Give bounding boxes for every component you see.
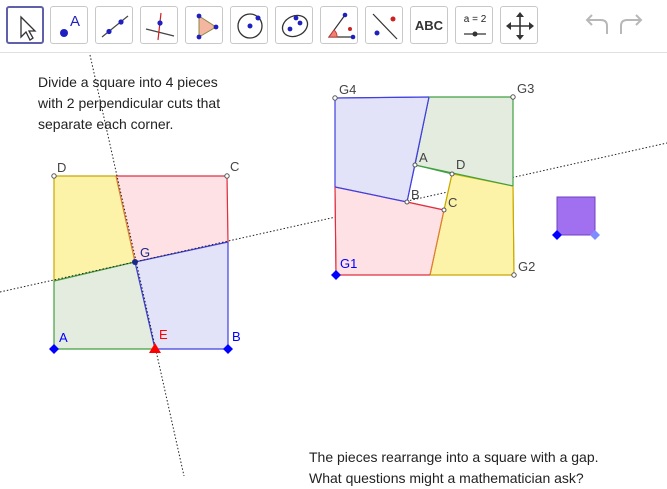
circle-icon (237, 13, 263, 39)
right-piece-yellow[interactable] (429, 173, 515, 276)
angle-icon (327, 12, 356, 40)
question-text: The pieces rearrange into a square with … (309, 447, 599, 489)
slider-icon (464, 31, 486, 37)
gap-square[interactable] (556, 196, 596, 236)
right-point-G2[interactable] (511, 272, 517, 278)
undo-button[interactable] (579, 10, 613, 40)
right-point-G3[interactable] (510, 94, 516, 100)
move-arrows-icon (506, 12, 534, 40)
right-point-D[interactable] (449, 171, 455, 177)
move-tool-button[interactable] (6, 6, 44, 44)
label-right-G4: G4 (339, 82, 356, 97)
line-through-points-icon (101, 15, 129, 38)
label-left-B: B (232, 329, 241, 344)
text-tool-button[interactable]: ABC (410, 6, 448, 44)
reflect-about-line-icon (372, 13, 398, 40)
question-line: The pieces rearrange into a square with … (309, 449, 599, 465)
circle-tool-button[interactable] (230, 6, 268, 44)
instruction-line: with 2 perpendicular cuts that (38, 95, 221, 111)
cursor-arrow-icon (20, 15, 37, 41)
angle-tool-button[interactable] (320, 6, 358, 44)
left-point-G[interactable] (132, 259, 138, 265)
polygon-icon (196, 13, 219, 40)
label-right-G2: G2 (518, 259, 535, 274)
label-left-D: D (57, 160, 66, 175)
line-tool-button[interactable] (95, 6, 133, 44)
left-point-A[interactable] (49, 344, 59, 354)
redo-icon (620, 14, 643, 34)
right-point-C[interactable] (441, 207, 447, 213)
right-point-A[interactable] (412, 162, 418, 168)
label-left-G: G (140, 245, 150, 260)
right-piece-green[interactable] (414, 96, 514, 187)
left-point-E[interactable] (149, 343, 161, 353)
right-point-G1[interactable] (331, 270, 341, 280)
right-square (334, 96, 515, 276)
perpendicular-line-tool-button[interactable] (140, 6, 178, 44)
graphics-view[interactable]: D C G A E B G4 G3 G1 G2 A B C D (0, 53, 667, 480)
gap-square-point-1[interactable] (552, 230, 562, 240)
left-point-D[interactable] (51, 173, 57, 179)
instruction-line: Divide a square into 4 pieces (38, 74, 218, 90)
slider-tool-button[interactable]: a = 2 (455, 6, 493, 44)
ellipse-tool-button[interactable] (275, 6, 313, 44)
label-left-C: C (230, 159, 239, 174)
point-tool-label: A (70, 13, 81, 30)
right-point-G4[interactable] (332, 95, 338, 101)
label-left-A: A (59, 330, 68, 345)
instruction-line: separate each corner. (38, 116, 174, 132)
left-point-B[interactable] (223, 344, 233, 354)
question-line: What questions might a mathematician ask… (309, 470, 584, 486)
redo-button[interactable] (615, 10, 649, 40)
label-right-G3: G3 (517, 81, 534, 96)
move-graphics-view-tool-button[interactable] (500, 6, 538, 44)
toolbar: A (0, 0, 667, 53)
text-tool-label: ABC (414, 17, 444, 33)
point-icon (60, 29, 68, 37)
polygon-tool-button[interactable] (185, 6, 223, 44)
undo-icon (585, 14, 608, 34)
label-right-C: C (448, 195, 457, 210)
label-right-D: D (456, 157, 465, 172)
reflect-tool-button[interactable] (365, 6, 403, 44)
gap-square-point-2[interactable] (590, 230, 600, 240)
left-point-C[interactable] (224, 173, 230, 179)
perpendicular-line-icon (145, 12, 175, 41)
label-right-A: A (419, 150, 428, 165)
point-tool-button[interactable]: A (50, 6, 88, 44)
instruction-text: Divide a square into 4 pieces with 2 per… (38, 72, 220, 135)
label-left-E: E (159, 327, 168, 342)
left-square (53, 175, 229, 350)
label-right-G1: G1 (340, 256, 357, 271)
ellipse-icon (281, 14, 309, 38)
right-point-B[interactable] (404, 199, 410, 205)
label-right-B: B (411, 187, 420, 202)
slider-tool-label: a = 2 (463, 14, 487, 25)
